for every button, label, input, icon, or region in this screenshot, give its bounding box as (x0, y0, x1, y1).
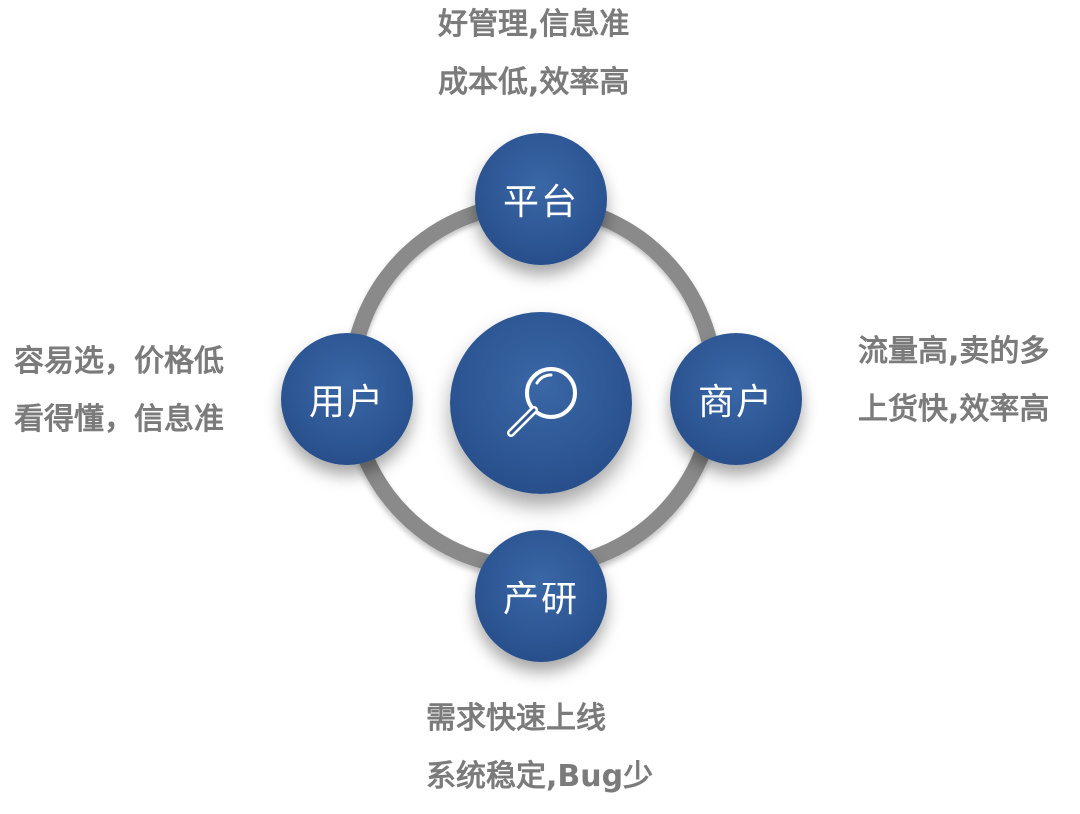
dev-note-1: 需求快速上线 (426, 701, 606, 736)
dev-note-2: 系统稳定,Bug少 (426, 759, 654, 794)
node-merchant-label: 商户 (697, 382, 774, 423)
platform-note-1: 好管理,信息准 (438, 7, 630, 42)
merchant-note-2: 上货快,效率高 (858, 392, 1050, 427)
node-platform-label: 平台 (502, 182, 579, 223)
dev-notes: 需求快速上线 系统稳定,Bug少 (426, 690, 653, 806)
search-icon (507, 367, 577, 437)
node-platform: 平台 (475, 133, 607, 265)
user-note-2: 看得懂，信息准 (14, 402, 224, 437)
merchant-notes: 流量高,卖的多 上货快,效率高 (858, 323, 1049, 439)
merchant-note-1: 流量高,卖的多 (858, 334, 1050, 369)
node-merchant: 商户 (670, 333, 802, 465)
node-user: 用户 (281, 333, 413, 465)
platform-note-2: 成本低,效率高 (438, 65, 630, 100)
node-user-label: 用户 (308, 382, 385, 423)
node-dev-label: 产研 (502, 579, 579, 620)
node-dev: 产研 (475, 530, 607, 662)
center-node (450, 312, 632, 494)
user-notes: 容易选，价格低 看得懂，信息准 (14, 333, 224, 449)
platform-notes: 好管理,信息准 成本低,效率高 (438, 0, 629, 112)
user-note-1: 容易选，价格低 (14, 344, 224, 379)
